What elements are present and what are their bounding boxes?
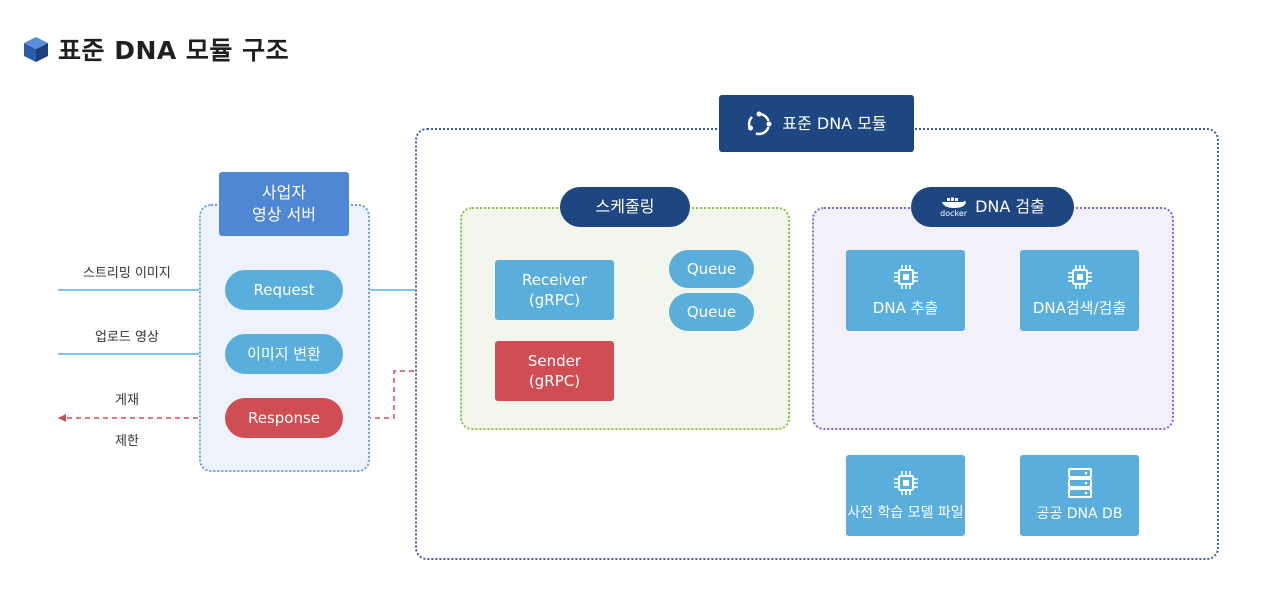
dna-detection-title: docker DNA 검출 — [911, 187, 1074, 227]
module-title: 표준 DNA 모듈 — [719, 95, 914, 152]
detection-title-text: DNA 검출 — [975, 197, 1045, 217]
public-db-label: 공공 DNA DB — [1036, 506, 1123, 523]
dna-search-node: DNA검색/검출 — [1020, 250, 1139, 331]
sender-node: Sender (gRPC) — [495, 341, 614, 401]
pretrained-model-node: 사전 학습 모델 파일 — [846, 455, 965, 536]
server-title-line1: 사업자 — [261, 183, 307, 203]
request-label: Request — [253, 280, 315, 299]
receiver-node: Receiver (gRPC) — [495, 260, 614, 320]
response-node: Response — [225, 398, 343, 438]
cube-icon — [24, 37, 48, 62]
docker-label: docker — [940, 208, 968, 218]
queue-label-1: Queue — [686, 259, 737, 278]
scheduling-title: 스케줄링 — [560, 187, 690, 227]
queue-node-2: Queue — [669, 293, 754, 331]
dna-search-label: DNA검색/검출 — [1032, 299, 1127, 318]
dna-extract-label: DNA 추출 — [872, 299, 939, 318]
queue-label-2: Queue — [686, 302, 737, 321]
docker-whale-icon: docker — [940, 196, 968, 218]
server-rack-icon — [1067, 468, 1092, 499]
stream-image-label: 스트리밍 이미지 — [83, 266, 171, 281]
chip-icon — [893, 265, 918, 290]
video-server-title: 사업자 영상 서버 — [219, 172, 349, 236]
page-title: 표준 DNA 모듈 구조 — [22, 32, 289, 66]
receiver-label-line1: Receiver — [522, 270, 587, 289]
scheduling-title-text: 스케줄링 — [595, 197, 655, 217]
module-ring-icon — [748, 111, 772, 135]
queue-node-1: Queue — [669, 250, 754, 288]
receiver-label-line2: (gRPC) — [528, 291, 581, 309]
public-db-node: 공공 DNA DB — [1020, 455, 1139, 536]
module-title-text: 표준 DNA 모듈 — [782, 113, 887, 133]
sender-label-line1: Sender — [527, 351, 582, 370]
limit-label: 제한 — [115, 434, 139, 449]
pretrained-model-label: 사전 학습 모델 파일 — [847, 505, 964, 522]
page-title-text: 표준 DNA 모듈 구조 — [58, 36, 290, 65]
response-label: Response — [247, 408, 321, 427]
chip-icon — [893, 471, 918, 496]
post-label: 게재 — [115, 393, 139, 408]
server-title-line2: 영상 서버 — [252, 205, 316, 224]
request-node: Request — [225, 270, 343, 310]
image-convert-node: 이미지 변환 — [225, 334, 343, 374]
sender-label-line2: (gRPC) — [528, 372, 581, 390]
image-convert-label: 이미지 변환 — [247, 344, 321, 363]
chip-icon — [1067, 265, 1092, 290]
upload-video-label: 업로드 영상 — [95, 330, 159, 345]
dna-extract-node: DNA 추출 — [846, 250, 965, 331]
